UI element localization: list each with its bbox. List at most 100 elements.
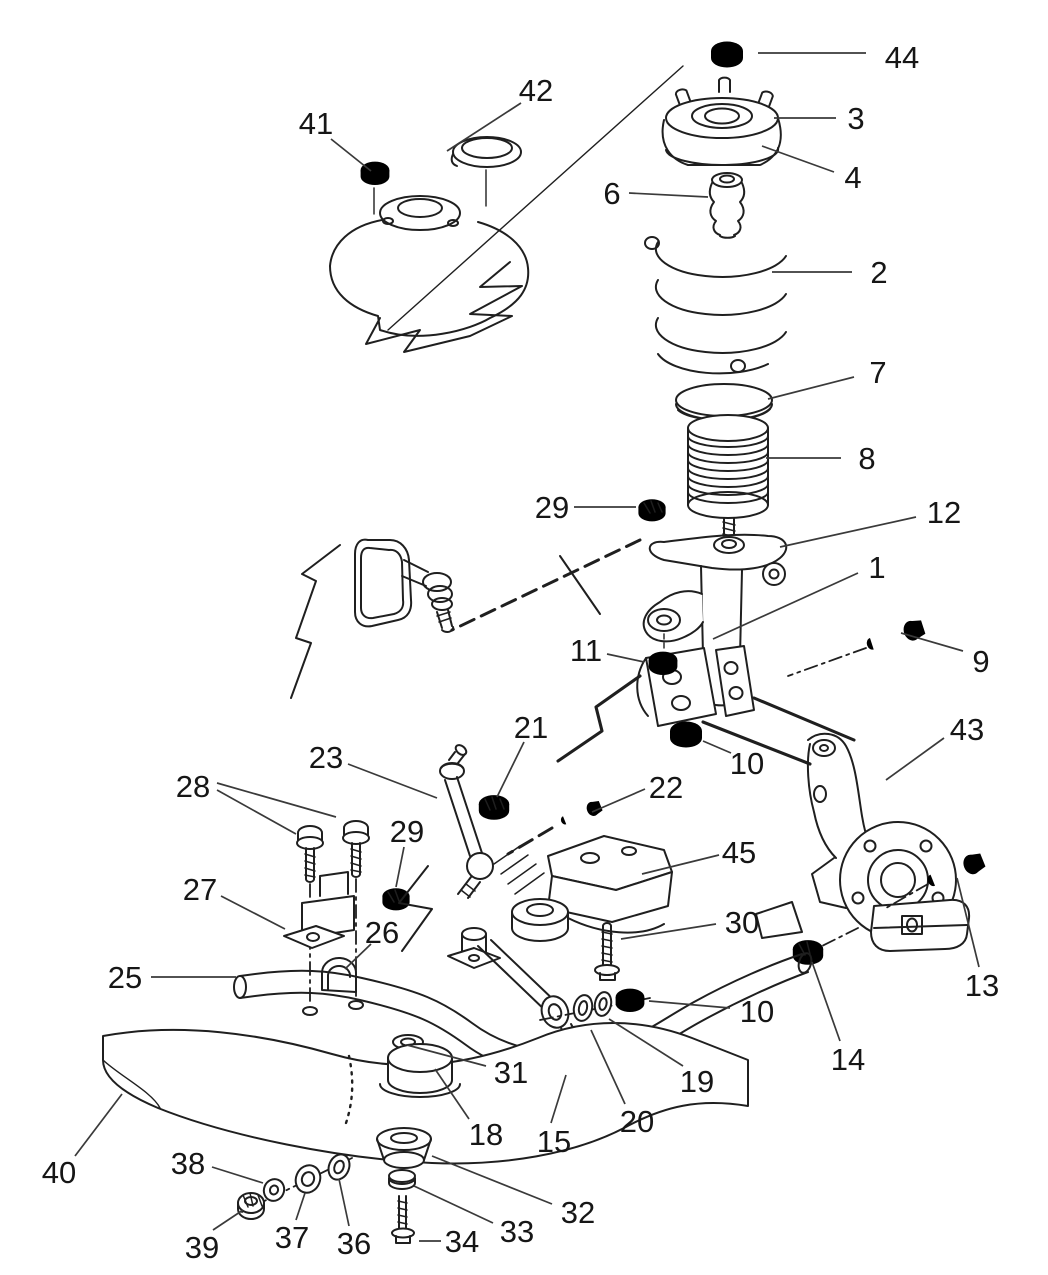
callout-label[interactable]: 27 [183,872,217,907]
callout-label[interactable]: 11 [570,633,602,668]
callout-7[interactable]: 7 [767,355,887,400]
callout-43[interactable]: 43 [885,712,984,781]
callout-label[interactable]: 23 [309,740,343,775]
callout-25[interactable]: 25 [108,960,236,995]
shock-tower-drawing [329,136,530,353]
callout-label[interactable]: 29 [390,814,424,849]
callout-22[interactable]: 22 [591,770,683,813]
callout-label[interactable]: 13 [965,968,999,1003]
callout-label[interactable]: 10 [730,746,764,781]
callout-34[interactable]: 34 [419,1224,479,1259]
callout-label[interactable]: 6 [603,176,620,211]
callout-18[interactable]: 18 [434,1068,503,1152]
nut-21-drawing [478,795,510,820]
callout-label[interactable]: 4 [844,160,861,195]
callout-label[interactable]: 33 [500,1214,534,1249]
callout-6[interactable]: 6 [603,176,709,211]
callout-31[interactable]: 31 [406,1044,528,1090]
callout-2[interactable]: 2 [772,255,888,290]
callout-label[interactable]: 12 [927,495,961,530]
callout-label[interactable]: 30 [725,905,759,940]
callout-label[interactable]: 38 [171,1146,205,1181]
callout-label[interactable]: 32 [561,1195,595,1230]
stabilizer-link-drawing [439,744,494,899]
callout-label[interactable]: 14 [831,1042,865,1077]
callout-label[interactable]: 36 [337,1226,371,1261]
callout-20[interactable]: 20 [590,1029,654,1139]
callout-layer: 44 42 41 3 4 6 2 7 8 29 12 1 9 11 10 43 … [42,40,999,1265]
callout-44[interactable]: 44 [758,40,919,75]
callout-label[interactable]: 45 [722,835,756,870]
callout-29-lower[interactable]: 29 [390,814,424,888]
stabilizer-bracket-27-drawing [283,871,355,949]
callout-label[interactable]: 31 [494,1055,528,1090]
callout-23[interactable]: 23 [309,740,438,799]
strut-mount-drawing [661,76,782,167]
callout-13[interactable]: 13 [956,877,999,1003]
callout-label[interactable]: 3 [847,101,864,136]
callout-9[interactable]: 9 [900,632,990,679]
callout-label[interactable]: 37 [275,1220,309,1255]
callout-41[interactable]: 41 [299,106,372,172]
callout-label[interactable]: 25 [108,960,142,995]
callout-label[interactable]: 10 [740,994,774,1029]
engine-mount-bracket-drawing [493,835,673,942]
callout-8[interactable]: 8 [766,441,876,476]
callout-label[interactable]: 26 [365,915,399,950]
callout-label[interactable]: 40 [42,1155,76,1190]
callout-label[interactable]: 15 [537,1124,571,1159]
callout-28[interactable]: 28 [176,769,337,835]
callout-3[interactable]: 3 [774,101,865,136]
callout-27[interactable]: 27 [183,872,286,930]
callout-label[interactable]: 1 [868,550,885,585]
callout-label[interactable]: 28 [176,769,210,804]
dust-boot-drawing [687,414,769,539]
control-arm-drawing [447,927,651,1068]
hub-bolt-13-drawing [821,850,987,947]
callout-label[interactable]: 34 [445,1224,479,1259]
bolt-22-drawing [506,799,604,856]
callout-39[interactable]: 39 [185,1209,244,1265]
callout-label[interactable]: 41 [299,106,333,141]
callout-label[interactable]: 18 [469,1117,503,1152]
callout-36[interactable]: 36 [337,1178,371,1261]
callout-1[interactable]: 1 [712,550,886,640]
callout-40[interactable]: 40 [42,1093,123,1190]
callout-label[interactable]: 44 [885,40,919,75]
nut-11-drawing [648,651,678,676]
callout-19[interactable]: 19 [608,1018,714,1099]
callout-10-lower[interactable]: 10 [648,994,774,1029]
callout-11[interactable]: 11 [570,633,645,668]
callout-label[interactable]: 20 [620,1104,654,1139]
callout-30[interactable]: 30 [620,905,759,940]
callout-42[interactable]: 42 [446,73,553,152]
callout-14[interactable]: 14 [811,961,865,1077]
callout-29-upper[interactable]: 29 [535,490,636,525]
callout-label[interactable]: 19 [680,1064,714,1099]
callout-label[interactable]: 42 [519,73,553,108]
callout-32[interactable]: 32 [431,1155,595,1230]
callout-38[interactable]: 38 [171,1146,264,1184]
callout-label[interactable]: 29 [535,490,569,525]
callout-33[interactable]: 33 [413,1185,534,1249]
callout-26[interactable]: 26 [344,915,399,970]
callout-label[interactable]: 43 [950,712,984,747]
callout-37[interactable]: 37 [275,1192,309,1255]
callout-12[interactable]: 12 [779,495,961,548]
callout-label[interactable]: 21 [514,710,548,745]
callout-label[interactable]: 39 [185,1230,219,1265]
callout-4[interactable]: 4 [761,145,862,195]
callout-45[interactable]: 45 [641,835,756,875]
callout-label[interactable]: 22 [649,770,683,805]
callout-label[interactable]: 7 [869,355,886,390]
callout-21[interactable]: 21 [496,710,548,798]
callout-label[interactable]: 8 [858,441,875,476]
washer-stack-drawing [237,1153,353,1220]
nut-10-upper-drawing [670,721,702,748]
callout-label[interactable]: 2 [870,255,887,290]
callout-label[interactable]: 9 [972,644,989,679]
callout-10-upper[interactable]: 10 [702,740,764,781]
callout-15[interactable]: 15 [537,1074,571,1159]
